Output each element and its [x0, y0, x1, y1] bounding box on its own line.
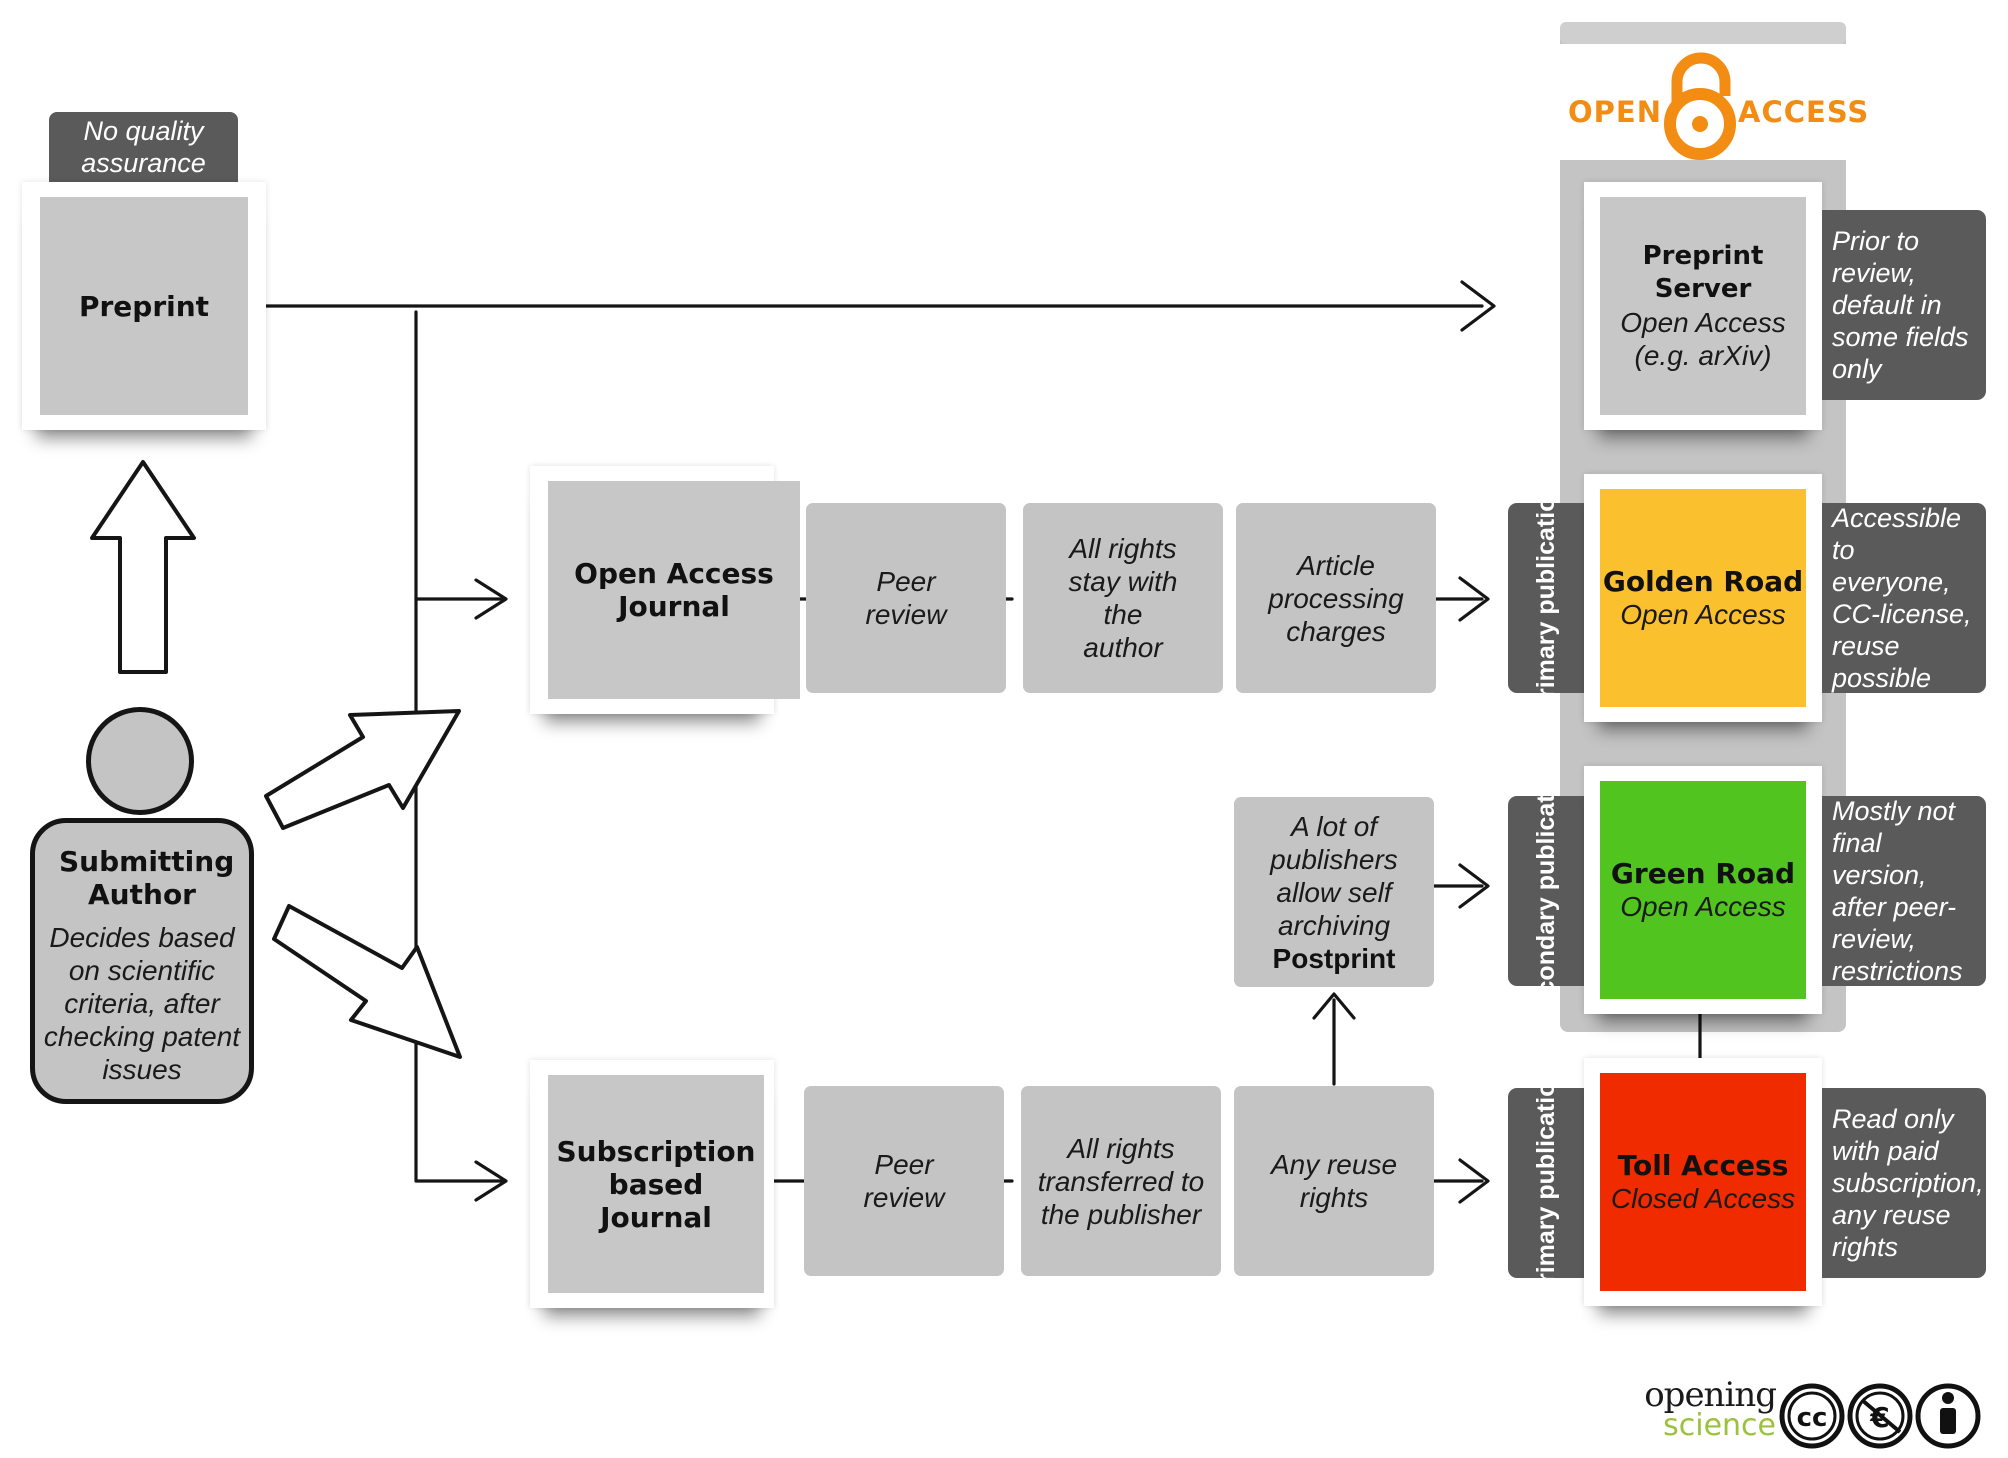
open-access-logo-left: OPEN	[1568, 95, 1662, 129]
postprint-text: A lot of publishers allow self archiving	[1270, 810, 1398, 941]
oa-journal-label: Open Access Journal	[574, 557, 774, 623]
svg-text:€: €	[1869, 1401, 1889, 1434]
preprint-arrowhead	[1460, 280, 1496, 332]
attribution-icon	[1915, 1383, 1981, 1449]
green-sub: Open Access	[1620, 891, 1786, 922]
sub-step-rights: All rights transferred to the publisher	[1021, 1086, 1221, 1276]
brand-bottom: science	[1663, 1408, 1776, 1443]
green-title: Green Road	[1610, 857, 1796, 890]
golden-card: Golden Road Open Access	[1584, 474, 1822, 722]
open-access-logo-right: ACCESS	[1738, 95, 1869, 129]
toll-desc: Read only with paid subscription, any re…	[1822, 1088, 1986, 1278]
golden-title: Golden Road	[1602, 565, 1804, 598]
postprint-box: A lot of publishers allow self archiving…	[1234, 797, 1434, 987]
hollow-arrow-up	[90, 460, 196, 674]
sub-journal-label: Subscription based Journal	[556, 1134, 756, 1234]
cc-icon	[1779, 1383, 1845, 1449]
preprint-card: Preprint	[22, 182, 266, 430]
green-card: Green Road Open Access	[1584, 766, 1822, 1014]
author-title: Submitting Author	[59, 845, 235, 911]
preprint-server-desc: Prior to review, default in some fields …	[1822, 210, 1986, 400]
preprint-server-box: Preprint Server Open Access (e.g. arXiv)	[1600, 197, 1806, 415]
oa-step-rights: All rights stay with the author	[1023, 503, 1223, 693]
opening-science-logo: opening science	[1628, 1375, 1777, 1448]
postprint-bold: Postprint	[1272, 942, 1396, 974]
svg-text:cc: cc	[1797, 1403, 1828, 1433]
toll-label: Primary publication	[1508, 1066, 1584, 1300]
toll-card: Toll Access Closed Access	[1584, 1058, 1822, 1306]
no-quality-tag: No quality assurance	[49, 112, 238, 182]
green-desc: Mostly not final version, after peer-rev…	[1822, 796, 1986, 986]
sub-step-reuse: Any reuse rights	[1234, 1086, 1434, 1276]
brand-top: opening	[1644, 1375, 1777, 1415]
golden-label: Primary publication	[1508, 481, 1584, 715]
golden-box: Golden Road Open Access	[1600, 489, 1806, 707]
sub-step-peer-review: Peer review	[804, 1086, 1004, 1276]
oa-step-peer-review: Peer review	[806, 503, 1006, 693]
green-label: Secondary publication	[1508, 757, 1584, 1025]
preprint-server-sub2: (e.g. arXiv)	[1634, 340, 1772, 371]
oa-journal-card: Open Access Journal	[530, 466, 800, 714]
preprint-server-card: Preprint Server Open Access (e.g. arXiv)	[1584, 182, 1822, 430]
author-head	[86, 707, 194, 815]
preprint-server-sub1: Open Access	[1620, 307, 1786, 338]
author-body: Submitting Author Decides based on scien…	[30, 818, 254, 1104]
preprint-server-title: Preprint Server	[1642, 241, 1764, 304]
toll-sub: Closed Access	[1610, 1183, 1796, 1214]
preprint-label: Preprint	[78, 289, 210, 323]
no-quality-text: No quality assurance	[81, 116, 206, 178]
golden-sub: Open Access	[1620, 599, 1786, 630]
oa-step-charges: Article processing charges	[1236, 503, 1436, 693]
hollow-arrow-to-oa	[264, 709, 461, 830]
sub-journal-card: Subscription based Journal	[530, 1060, 774, 1308]
toll-box: Toll Access Closed Access	[1600, 1073, 1806, 1291]
hollow-arrow-to-sub	[272, 904, 462, 1059]
golden-desc: Accessible to everyone, CC-license, reus…	[1822, 503, 1986, 693]
open-lock-icon	[1664, 52, 1736, 160]
author-desc: Decides based on scientific criteria, af…	[43, 922, 241, 1085]
green-box: Green Road Open Access	[1600, 781, 1806, 999]
toll-title: Toll Access	[1617, 1149, 1789, 1182]
